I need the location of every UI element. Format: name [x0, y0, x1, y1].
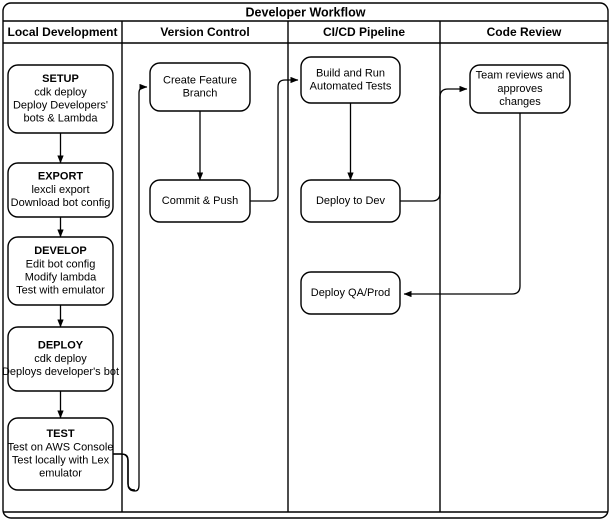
node-label-export-line-0: EXPORT	[38, 171, 84, 183]
pool-title: Developer Workflow	[246, 5, 366, 19]
node-label-export-line-1: lexcli export	[31, 184, 89, 196]
node-box-deploy-qa-prod[interactable]	[300, 271, 401, 315]
node-label-deploy-qa-prod-line-0: Deploy QA/Prod	[311, 287, 390, 299]
node-label-test-line-3: emulator	[39, 468, 82, 480]
lane-title-version-control: Version Control	[160, 25, 249, 39]
node-label-create-feature-branch-line-0: Create Feature	[163, 74, 237, 86]
node-label-test-line-2: Test locally with Lex	[12, 455, 110, 467]
node-label-setup-line-0: SETUP	[42, 73, 79, 85]
connector-commit-to-build	[250, 76, 299, 202]
connector-loop-up-to-branch	[134, 83, 148, 492]
node-label-deploy-local-line-2: Deploys developer's bot	[2, 366, 119, 378]
node-label-commit-and-push-line-0: Commit & Push	[162, 195, 238, 207]
node-label-test-line-1: Test on AWS Console	[8, 441, 114, 453]
connector-test-loop-riser	[113, 453, 136, 491]
node-commit-and-push[interactable]: Commit & Push	[149, 179, 251, 223]
lane-title-code-review: Code Review	[487, 25, 562, 39]
node-label-team-reviews-and-approves-changes-line-1: approves	[497, 83, 543, 95]
node-box-build-and-run-automated-tests[interactable]	[300, 56, 401, 104]
node-deploy-to-dev[interactable]: Deploy to Dev	[300, 179, 401, 223]
lane-title-local-development: Local Development	[7, 25, 117, 39]
node-label-deploy-local-line-0: DEPLOY	[38, 340, 84, 352]
connector-group	[57, 76, 521, 492]
node-box-develop[interactable]	[7, 236, 114, 306]
connector-test-loop-return	[113, 453, 136, 492]
node-box-create-feature-branch[interactable]	[149, 62, 251, 112]
node-box-team-reviews-and-approves-changes[interactable]	[469, 64, 571, 114]
node-box-export[interactable]	[7, 162, 114, 218]
node-label-team-reviews-and-approves-changes-line-0: Team reviews and	[476, 70, 565, 82]
node-label-deploy-local-line-1: cdk deploy	[34, 353, 87, 365]
node-label-build-and-run-automated-tests-line-1: Automated Tests	[310, 81, 392, 93]
node-box-test[interactable]	[7, 417, 114, 491]
lane-title-cicd-pipeline: CI/CD Pipeline	[323, 25, 405, 39]
lane-group: Local Development Version Control CI/CD Pi…	[3, 21, 608, 513]
node-box-deploy-local[interactable]	[7, 326, 114, 392]
node-label-team-reviews-and-approves-changes-line-2: changes	[499, 96, 541, 108]
node-label-deploy-to-dev-line-0: Deploy to Dev	[316, 195, 386, 207]
node-box-deploy-to-dev[interactable]	[300, 179, 401, 223]
node-label-setup-line-3: bots & Lambda	[24, 113, 99, 125]
connector-review-to-deploy-qa-prod	[403, 113, 521, 298]
node-label-develop-line-1: Edit bot config	[26, 258, 96, 270]
node-label-develop-line-2: Modify lambda	[25, 272, 97, 284]
node-label-develop-line-3: Test with emulator	[16, 285, 105, 297]
connector-deploy-dev-to-review	[400, 85, 468, 202]
node-label-export-line-2: Download bot config	[11, 197, 111, 209]
node-label-setup-line-2: Deploy Developers'	[13, 100, 108, 112]
node-box-commit-and-push[interactable]	[149, 179, 251, 223]
node-label-setup-line-1: cdk deploy	[34, 86, 87, 98]
node-label-create-feature-branch-line-1: Branch	[183, 88, 218, 100]
node-deploy-qa-prod[interactable]: Deploy QA/Prod	[300, 271, 401, 315]
node-label-develop-line-0: DEVELOP	[34, 245, 87, 257]
node-box-setup[interactable]	[7, 64, 114, 134]
connector-test-to-create-feature-branch	[113, 453, 135, 491]
node-label-build-and-run-automated-tests-line-0: Build and Run	[316, 67, 385, 79]
node-label-test-line-0: TEST	[46, 428, 74, 440]
